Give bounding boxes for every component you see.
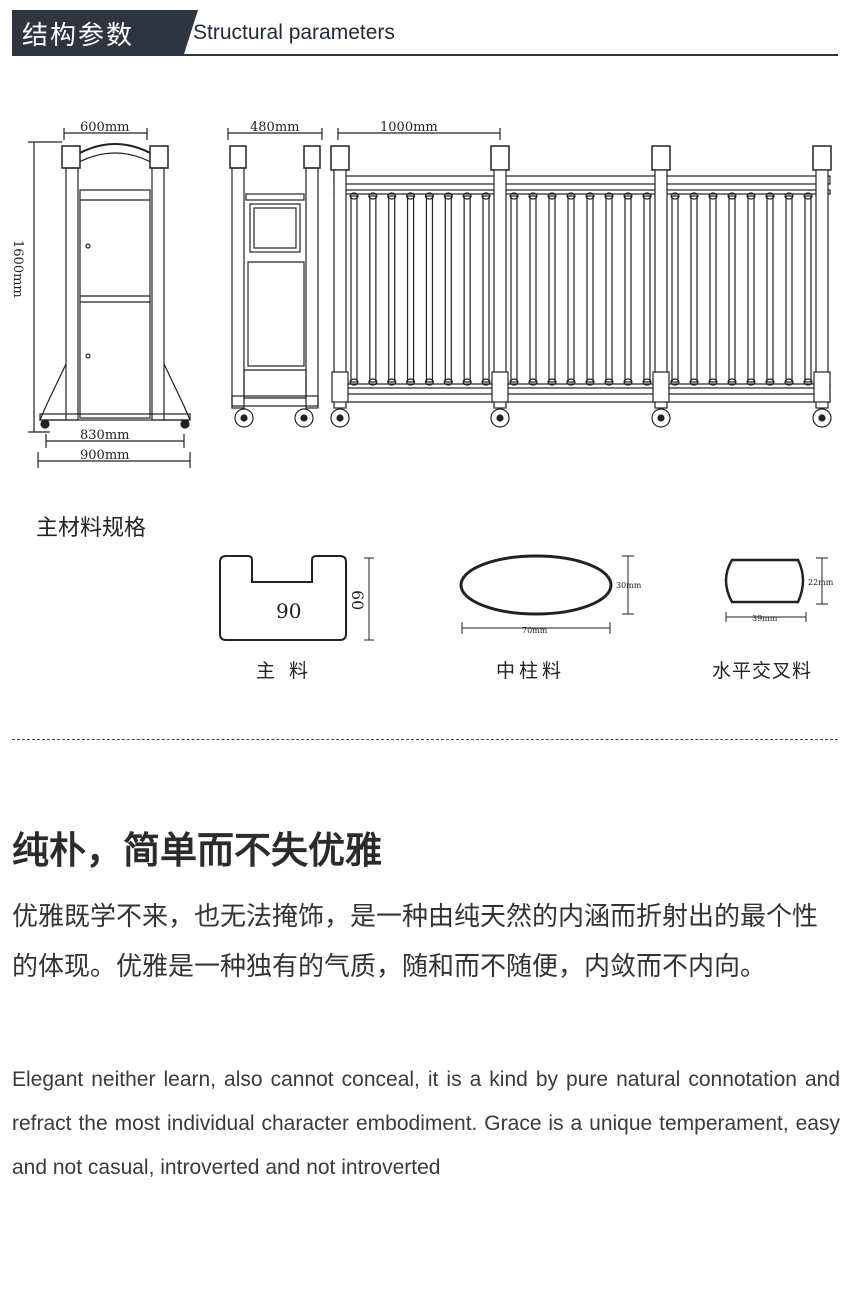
cross-width: 39mm xyxy=(752,614,778,623)
spec-title: 主材料规格 xyxy=(36,516,147,541)
material-profiles: 90 60 70mm 30mm 39mm 22mm xyxy=(219,554,834,641)
cross-height: 22mm xyxy=(808,578,834,587)
header-rule xyxy=(12,54,838,56)
main-profile xyxy=(219,555,347,641)
dim-height: 1600mm xyxy=(10,240,25,298)
head-elevation xyxy=(227,128,323,428)
dim-bottom-outer: 900mm xyxy=(80,448,129,463)
column-material-label: 中柱料 xyxy=(496,660,566,682)
header-tab: 结构参数 xyxy=(12,10,198,54)
dim-head-width: 480mm xyxy=(250,120,299,135)
column-width: 70mm xyxy=(522,626,548,635)
header-title-en: Structural parameters xyxy=(193,21,395,44)
dim-bottom-inner: 830mm xyxy=(80,428,129,443)
gate-drawing: 600mm 1600mm 830mm 900mm 480mm 1000mm xyxy=(10,120,832,468)
dim-width-top: 600mm xyxy=(80,120,129,135)
cross-material-label: 水平交叉料 xyxy=(712,660,813,682)
main-width: 90 xyxy=(276,599,301,623)
column-profile xyxy=(459,554,613,616)
cross-profile xyxy=(724,558,805,604)
dim-section-width: 1000mm xyxy=(380,120,438,135)
gate-sections xyxy=(330,128,832,428)
column-height: 30mm xyxy=(616,581,642,590)
front-elevation xyxy=(28,128,191,468)
section-divider xyxy=(12,739,838,740)
header-title-cn: 结构参数 xyxy=(22,21,135,51)
main-material-label: 主 料 xyxy=(256,660,313,682)
main-height: 60 xyxy=(348,590,367,610)
section-header: 结构参数 Structural parameters xyxy=(12,10,838,56)
section-heading: 纯朴，简单而不失优雅 xyxy=(12,829,382,872)
body-text-cn: 优雅既学不来，也无法掩饰，是一种由纯天然的内涵而折射出的最个性的体现。优雅是一种… xyxy=(12,902,819,982)
body-text-en: Elegant neither learn, also cannot conce… xyxy=(12,1068,840,1179)
